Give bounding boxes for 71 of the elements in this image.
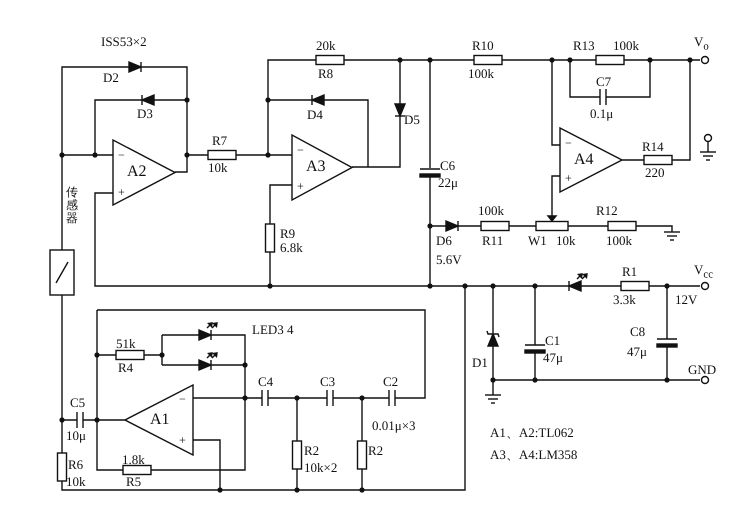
- component-label: V$_{cc}$: [694, 262, 714, 283]
- component-label: C1: [545, 333, 560, 348]
- component-label: 10μ: [66, 428, 86, 443]
- op-amp-label: A3: [306, 158, 326, 176]
- component-label: R8: [318, 66, 334, 81]
- component-label: 3.3k: [613, 292, 636, 307]
- component-label: D5: [404, 112, 420, 127]
- input-sign: +: [297, 180, 304, 192]
- component-label: 0.01μ×3: [372, 418, 416, 433]
- component-label: C2: [383, 374, 398, 389]
- component-label: R9: [280, 226, 296, 241]
- component-label: R4: [118, 360, 134, 375]
- note-text: A3、A4:LM358: [490, 447, 578, 462]
- component-label: C4: [258, 374, 274, 389]
- component-label: 10k: [556, 233, 576, 248]
- input-sign: −: [179, 393, 186, 405]
- sensor-label: 传感器: [66, 186, 79, 225]
- component-label: R14: [642, 139, 664, 154]
- component-label: 10k×2: [304, 460, 338, 475]
- component-label: R11: [482, 233, 504, 248]
- input-sign: −: [565, 137, 572, 149]
- component-label: 1.8k: [122, 452, 145, 467]
- component-label: D6: [436, 233, 452, 248]
- component-label: 0.1μ: [590, 106, 614, 121]
- input-sign: +: [565, 172, 572, 184]
- component-label: 100k: [613, 38, 639, 53]
- component-label: C7: [596, 74, 612, 89]
- component-label: 47μ: [543, 350, 563, 365]
- component-label: C6: [440, 158, 456, 173]
- component-label: D3: [137, 106, 153, 121]
- component-label: W1: [528, 233, 547, 248]
- component-label: C3: [320, 374, 336, 389]
- op-amp-label: A4: [574, 151, 594, 169]
- input-sign: +: [118, 186, 125, 198]
- component-label: 47μ: [627, 344, 647, 359]
- component-label: R6: [68, 457, 84, 472]
- component-label: 22μ: [438, 175, 458, 190]
- component-label: 20k: [316, 38, 336, 53]
- component-label: 100k: [478, 203, 504, 218]
- component-label: ISS53×2: [101, 34, 147, 49]
- component-label: R2: [304, 443, 320, 458]
- component-label: C8: [630, 324, 646, 339]
- component-label: 100k: [606, 233, 632, 248]
- component-label: 5.6V: [436, 252, 462, 267]
- note-text: A1、A2:TL062: [490, 425, 574, 440]
- component-label: 220: [645, 165, 664, 180]
- component-label: 100k: [468, 66, 494, 81]
- component-label: LED3 4: [252, 322, 294, 337]
- component-label: R7: [212, 133, 228, 148]
- component-label: D1: [472, 355, 488, 370]
- component-label: D4: [307, 107, 323, 122]
- component-label: V$_{o}$: [694, 34, 709, 55]
- component-label: R2: [368, 443, 384, 458]
- component-label: D2: [103, 70, 119, 85]
- op-amp-label: A2: [127, 163, 147, 181]
- component-label: R5: [126, 474, 142, 489]
- component-label: 10k: [66, 474, 86, 489]
- input-sign: −: [297, 144, 304, 156]
- component-label: R1: [622, 264, 638, 279]
- component-label: 12V: [675, 292, 698, 307]
- input-sign: −: [118, 149, 125, 161]
- op-amp-label: A1: [150, 411, 170, 429]
- input-sign: +: [179, 434, 186, 446]
- component-label: GND: [688, 362, 716, 377]
- component-label: R13: [573, 38, 595, 53]
- component-label: R10: [472, 38, 494, 53]
- component-label: 6.8k: [280, 240, 303, 255]
- component-label: 10k: [208, 160, 228, 175]
- component-label: 51k: [116, 336, 136, 351]
- component-label: R12: [596, 203, 618, 218]
- component-label: C5: [70, 395, 86, 410]
